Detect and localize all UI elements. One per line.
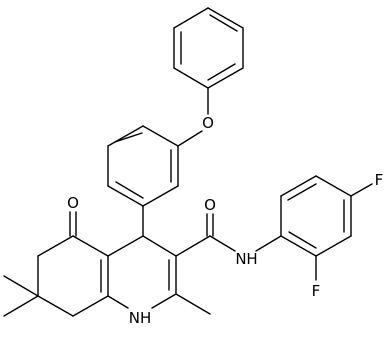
bond: [288, 231, 317, 249]
amide-nitrogen-label: N: [235, 250, 246, 268]
bond: [72, 235, 109, 257]
bond: [151, 293, 177, 309]
bond: [107, 125, 144, 147]
ring-nh-label: NH: [129, 309, 152, 327]
bond: [315, 235, 352, 257]
bond: [142, 235, 177, 257]
bond: [255, 235, 282, 252]
bond: [207, 67, 244, 89]
bond: [3, 295, 39, 317]
bond: [207, 63, 236, 81]
fluorine-ortho-label: F: [312, 282, 321, 300]
bond: [107, 185, 144, 207]
bond: [115, 181, 144, 199]
bond: [173, 67, 209, 89]
bond: [175, 235, 211, 257]
bond: [173, 7, 209, 29]
bond: [37, 295, 74, 317]
bond-lines: [3, 7, 373, 317]
bond: [107, 295, 129, 309]
bond: [287, 183, 317, 201]
bond: [280, 175, 317, 197]
amide-hydrogen-label: H: [246, 250, 257, 268]
bond: [350, 183, 373, 197]
bond: [207, 7, 244, 29]
bond: [107, 235, 144, 257]
ketone-oxygen-label: O: [67, 194, 79, 212]
bond: [142, 185, 179, 207]
amide-oxygen-label: O: [204, 196, 216, 214]
bond: [209, 14, 238, 32]
bond: [114, 132, 143, 143]
fluorine-para-label: F: [375, 171, 384, 189]
bond: [72, 295, 109, 317]
bond: [209, 235, 236, 252]
bond: [37, 235, 74, 257]
bond: [142, 125, 179, 147]
phenoxy-oxygen-label: O: [202, 114, 214, 132]
bond: [315, 175, 352, 197]
bond: [175, 293, 211, 315]
bond: [177, 130, 203, 147]
bond: [280, 235, 317, 257]
bond: [3, 275, 39, 297]
atom-labels: O O O N H NH F F: [67, 114, 383, 327]
